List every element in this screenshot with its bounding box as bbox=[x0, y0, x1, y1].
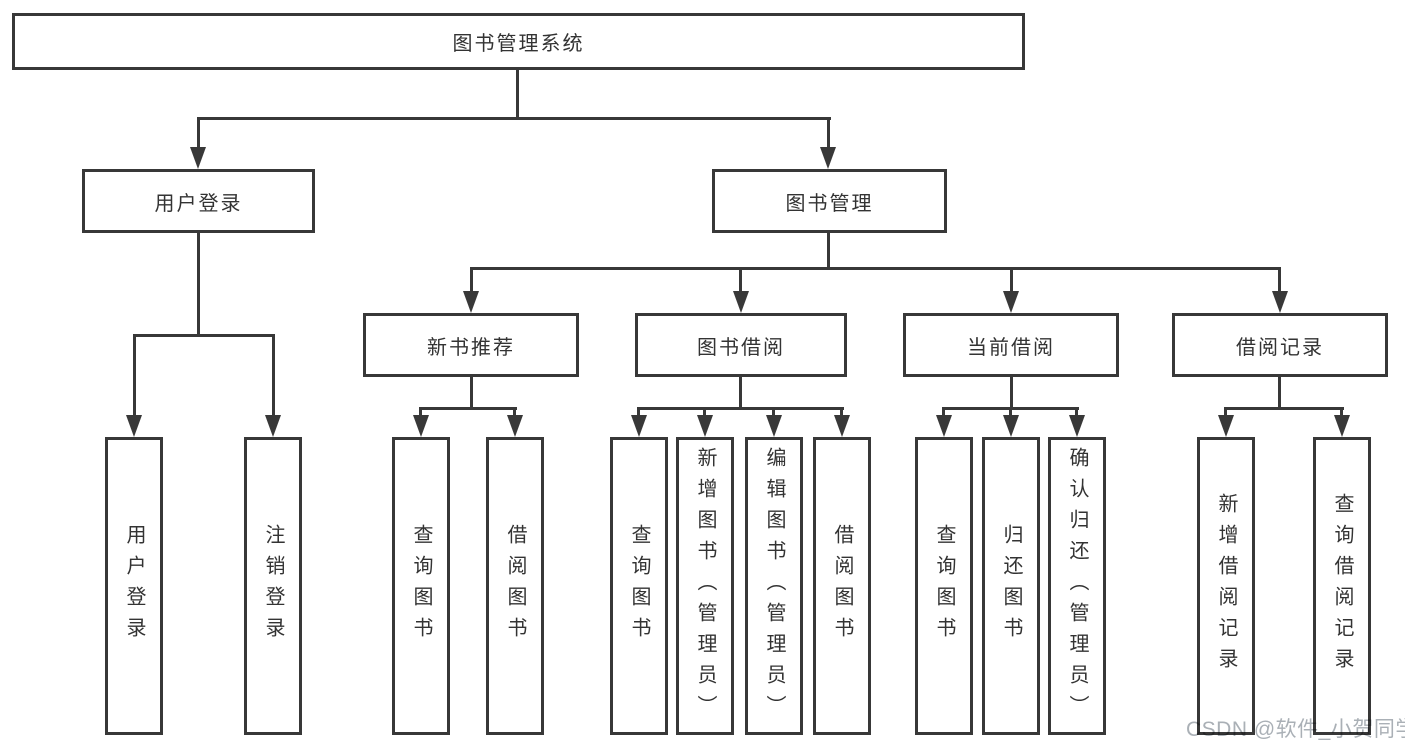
arrow-down-icon bbox=[820, 147, 836, 169]
connector-leaf-stem bbox=[840, 407, 843, 418]
leaf-recommend-query-book: 查询图书 bbox=[392, 437, 450, 735]
leaf-query-borrow-record: 查询借阅记录 bbox=[1313, 437, 1371, 735]
arrow-down-icon bbox=[1218, 415, 1234, 437]
arrow-down-icon bbox=[190, 147, 206, 169]
connector-leaf-stem bbox=[513, 407, 516, 418]
leaf-logout: 注销登录 bbox=[244, 437, 302, 735]
arrow-down-icon bbox=[413, 415, 429, 437]
arrow-down-icon bbox=[733, 291, 749, 313]
node-library-system: 图书管理系统 bbox=[12, 13, 1025, 70]
connector-leaf-stem bbox=[419, 407, 422, 418]
leaf-current-query-book: 查询图书 bbox=[915, 437, 973, 735]
connector-leaf-stem bbox=[1009, 407, 1012, 418]
connector-user-login-stem bbox=[197, 117, 200, 149]
connector-level3-stem bbox=[739, 267, 742, 293]
arrow-down-icon bbox=[834, 415, 850, 437]
csdn-watermark: CSDN @软件_小贺同学 bbox=[1186, 718, 1405, 741]
arrow-down-icon bbox=[1003, 291, 1019, 313]
connector-leaf-stem bbox=[1340, 407, 1343, 418]
connector-leaf-stem bbox=[637, 407, 640, 418]
arrow-down-icon bbox=[1334, 415, 1350, 437]
node-new-book-recommend: 新书推荐 bbox=[363, 313, 579, 377]
node-current-borrow: 当前借阅 bbox=[903, 313, 1119, 377]
leaf-add-book-admin: 新增图书（管理员） bbox=[676, 437, 734, 735]
arrow-down-icon bbox=[265, 415, 281, 437]
connector-root-stem bbox=[516, 70, 519, 120]
leaf-return-book: 归还图书 bbox=[982, 437, 1040, 735]
connector-leaf-stem bbox=[133, 334, 136, 417]
leaf-user-login: 用户登录 bbox=[105, 437, 163, 735]
arrow-down-icon bbox=[126, 415, 142, 437]
connector-user-login-down bbox=[197, 233, 200, 336]
connector-borrowrecord-split bbox=[1224, 407, 1344, 410]
connector-leaf-stem bbox=[772, 407, 775, 418]
leaf-borrow-query-book: 查询图书 bbox=[610, 437, 668, 735]
connector-level3-stem bbox=[1278, 267, 1281, 293]
arrow-down-icon bbox=[507, 415, 523, 437]
connector-level3-stem bbox=[1010, 267, 1013, 293]
node-borrow-record: 借阅记录 bbox=[1172, 313, 1388, 377]
connector-level2-split bbox=[197, 117, 831, 120]
connector-book-mgmt-stem bbox=[827, 117, 830, 149]
connector-leaf-stem bbox=[1075, 407, 1078, 418]
connector-bookborrow-down bbox=[739, 377, 742, 409]
arrow-down-icon bbox=[766, 415, 782, 437]
connector-bookborrow-split bbox=[637, 407, 844, 410]
connector-borrowrecord-down bbox=[1278, 377, 1281, 409]
connector-leaf-stem bbox=[942, 407, 945, 418]
leaf-add-borrow-record: 新增借阅记录 bbox=[1197, 437, 1255, 735]
connector-leaf-stem bbox=[1224, 407, 1227, 418]
leaf-borrow-book: 借阅图书 bbox=[813, 437, 871, 735]
connector-newbook-split bbox=[419, 407, 517, 410]
node-book-management: 图书管理 bbox=[712, 169, 947, 233]
arrow-down-icon bbox=[463, 291, 479, 313]
connector-book-mgmt-down bbox=[827, 233, 830, 269]
arrow-down-icon bbox=[697, 415, 713, 437]
connector-user-login-split bbox=[133, 334, 275, 337]
arrow-down-icon bbox=[631, 415, 647, 437]
arrow-down-icon bbox=[936, 415, 952, 437]
leaf-edit-book-admin: 编辑图书（管理员） bbox=[745, 437, 803, 735]
leaf-confirm-return-admin: 确认归还（管理员） bbox=[1048, 437, 1106, 735]
connector-leaf-stem bbox=[272, 334, 275, 417]
arrow-down-icon bbox=[1003, 415, 1019, 437]
connector-currentborrow-down bbox=[1010, 377, 1013, 409]
arrow-down-icon bbox=[1069, 415, 1085, 437]
connector-newbook-down bbox=[470, 377, 473, 409]
connector-leaf-stem bbox=[703, 407, 706, 418]
connector-level3-split bbox=[470, 267, 1281, 270]
arrow-down-icon bbox=[1272, 291, 1288, 313]
connector-level3-stem bbox=[470, 267, 473, 293]
leaf-recommend-borrow-book: 借阅图书 bbox=[486, 437, 544, 735]
node-user-login: 用户登录 bbox=[82, 169, 315, 233]
node-book-borrow: 图书借阅 bbox=[635, 313, 847, 377]
